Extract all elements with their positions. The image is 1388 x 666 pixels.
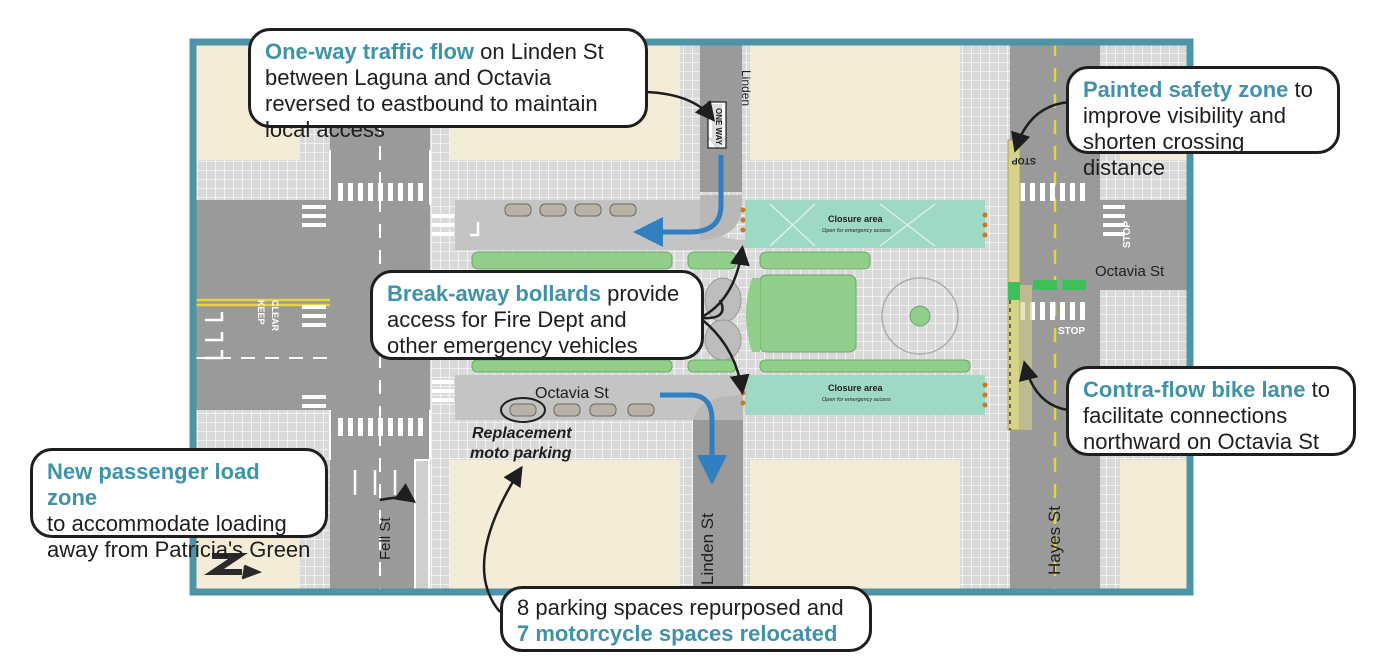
parked-cars-bottom — [509, 403, 655, 417]
closure-area-bottom-sub: Open for emergency access — [822, 397, 891, 403]
moto-parking-label-1: Replacement — [472, 425, 572, 442]
patricias-green-lawn — [759, 274, 857, 353]
keep-clear-marking-keep: KEEP — [256, 300, 266, 325]
octavia-street-right-label: Octavia St — [1095, 263, 1165, 280]
closure-area-bottom-title: Closure area — [828, 383, 884, 393]
linden-top-label: Linden — [739, 70, 753, 106]
callout-contra-flow-bike-lane: Contra-flow bike lane to facilitate conn… — [1066, 366, 1356, 456]
moto-parking-label-2: moto parking — [470, 445, 572, 462]
lane-arrows — [205, 222, 480, 495]
fell-street-label: Fell St — [377, 517, 394, 560]
linden-south-road — [693, 420, 743, 592]
svg-text:N: N — [205, 589, 206, 591]
callout-leaders — [379, 90, 1071, 613]
keep-clear-marking-clear: CLEAR — [270, 300, 280, 331]
stop-top-marking: STOP — [1012, 156, 1036, 166]
closure-area-top-sub: Open for emergency access — [822, 228, 891, 234]
parked-cars-top — [504, 203, 637, 217]
hayes-street-label: Hayes St — [1045, 506, 1064, 575]
callout-break-away-bollards: Break-away bollards provide access for F… — [370, 270, 704, 360]
passenger-load-zone — [414, 459, 430, 591]
crosswalks — [302, 183, 1125, 436]
stop-bottom-marking: STOP — [1058, 326, 1085, 337]
closure-area-top-title: Closure area — [828, 214, 884, 224]
closure-area-top — [745, 200, 985, 248]
callout-passenger-load-zone: New passenger load zone to accommodate l… — [30, 448, 328, 562]
callout-parking-spaces: 8 parking spaces repurposed and 7 motorc… — [500, 586, 872, 652]
one-way-sign-text: ONE WAY — [714, 108, 723, 146]
moto-parking-highlight — [500, 397, 546, 423]
stop-right-marking: STOP — [1122, 221, 1133, 248]
linden-eastbound-arrow — [633, 155, 724, 247]
callout-painted-safety-zone: Painted safety zone to improve visibilit… — [1066, 66, 1340, 180]
north-arrow-icon: N — [204, 553, 263, 591]
closure-area-bottom — [745, 375, 985, 415]
linden-bottom-label: Linden St — [698, 513, 717, 585]
callout-one-way-traffic: One-way traffic flow on Linden St betwee… — [248, 28, 648, 142]
bike-lane-green-mark — [1033, 280, 1057, 290]
linden-flow-arrow — [660, 392, 727, 485]
bollards — [740, 207, 988, 408]
median-top-left — [471, 251, 673, 270]
octavia-street-left-label: Octavia St — [535, 385, 609, 402]
